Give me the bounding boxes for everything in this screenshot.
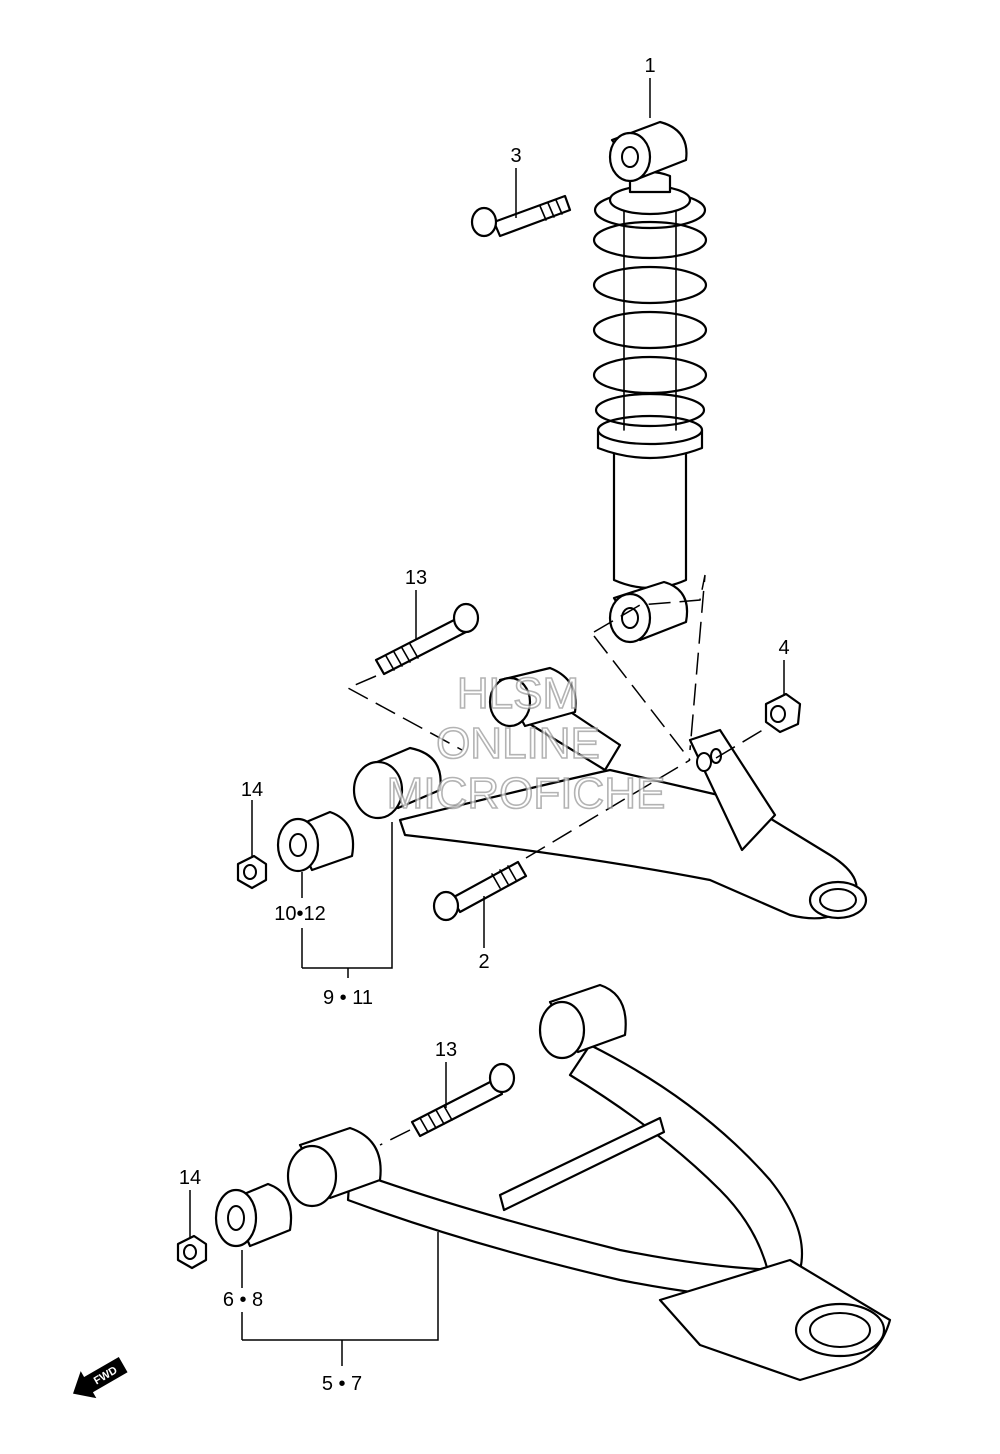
watermark-line2: ONLINE	[436, 719, 600, 768]
callout-14-upper: 14	[241, 779, 263, 801]
bushing-6-8	[214, 1182, 293, 1248]
watermark: HLSM ONLINE MICROFICHE	[386, 668, 666, 819]
callout-13-lower: 13	[435, 1039, 457, 1061]
callout-6-8: 6 • 8	[223, 1289, 263, 1311]
bolt-2	[432, 860, 528, 922]
callout-14-lower: 14	[179, 1167, 201, 1189]
assembly-lines	[346, 574, 767, 1146]
callout-labels: 1 3 13 4 14 10•12 9 • 11 2 13 14 6 • 8 5…	[179, 55, 790, 1395]
callout-3: 3	[510, 145, 521, 167]
callout-5-7: 5 • 7	[322, 1373, 362, 1395]
upper-control-arm	[352, 666, 868, 920]
bolt-13-lower	[410, 1062, 516, 1138]
callout-10-12: 10•12	[274, 903, 326, 925]
callout-13-upper: 13	[405, 567, 427, 589]
nut-4	[764, 692, 802, 734]
watermark-line1: HLSM	[457, 669, 579, 718]
nut-14-upper	[236, 854, 268, 890]
shock-absorber	[592, 120, 708, 644]
callout-2: 2	[478, 951, 489, 973]
nut-14-lower	[176, 1234, 208, 1270]
leader-lines	[189, 78, 785, 1366]
lower-control-arm	[286, 983, 892, 1382]
callout-9-11: 9 • 11	[323, 987, 373, 1009]
bolt-3	[470, 194, 572, 238]
callout-4: 4	[778, 637, 789, 659]
callout-1: 1	[644, 55, 655, 77]
bolt-13-upper	[374, 602, 480, 676]
fwd-arrow-icon: FWD	[73, 1357, 128, 1399]
bushing-10-12	[276, 810, 355, 873]
watermark-line3: MICROFICHE	[387, 769, 666, 818]
